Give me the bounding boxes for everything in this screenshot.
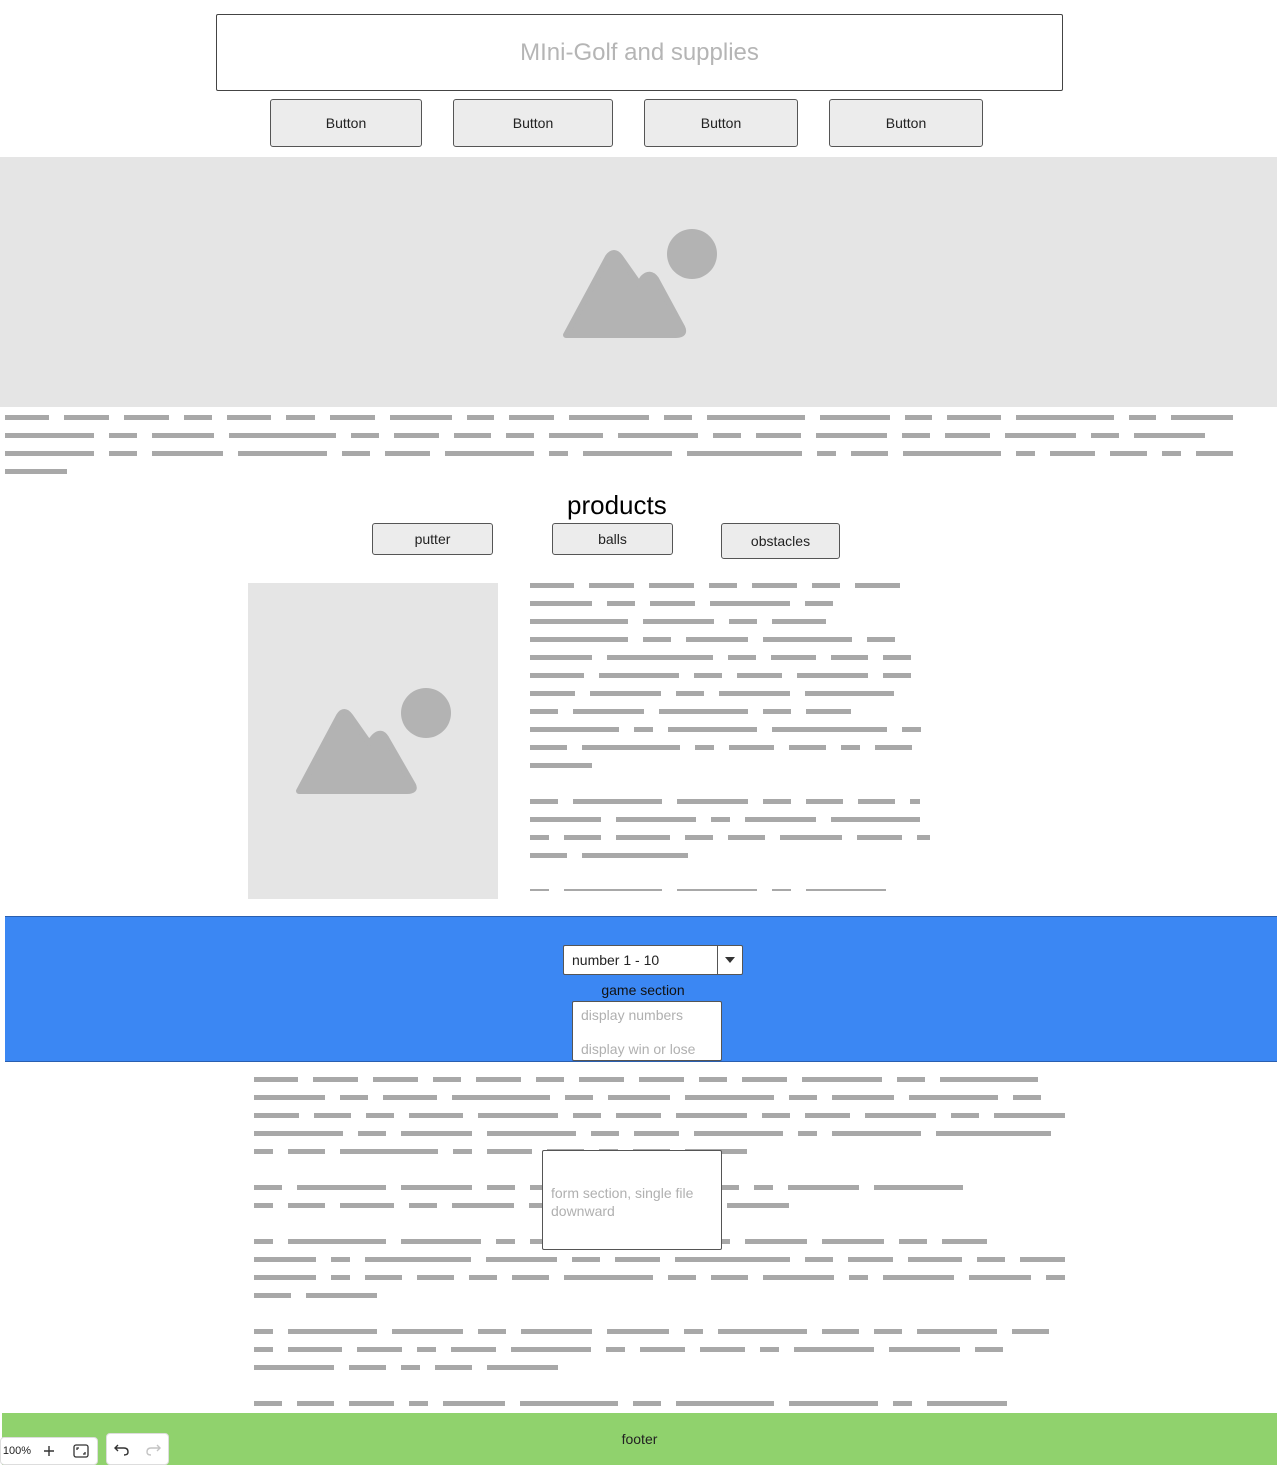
chevron-down-icon[interactable] — [717, 946, 742, 974]
nav-button-2[interactable]: Button — [453, 99, 613, 147]
tab-balls[interactable]: balls — [552, 523, 673, 555]
zoom-in-icon[interactable] — [33, 1438, 65, 1464]
nav-button-1[interactable]: Button — [270, 99, 422, 147]
redo-icon[interactable] — [138, 1434, 169, 1464]
products-heading: products — [567, 490, 667, 520]
nav-button-4[interactable]: Button — [829, 99, 983, 147]
tab-obstacles[interactable]: obstacles — [721, 523, 840, 559]
zoom-level[interactable]: 100% — [2, 1445, 32, 1457]
footer-label: footer — [621, 1431, 658, 1447]
history-controls — [106, 1433, 169, 1465]
site-title: MIni-Golf and supplies — [216, 14, 1063, 91]
hero-image-placeholder — [0, 157, 1277, 407]
game-section-label: game section — [601, 982, 685, 998]
game-display-box: display numbers display win or lose — [572, 1001, 722, 1061]
fit-screen-icon[interactable] — [65, 1438, 97, 1464]
product-description — [530, 583, 930, 904]
zoom-controls: 100% — [0, 1437, 98, 1465]
image-icon — [563, 229, 717, 338]
number-select-value: number 1 - 10 — [572, 952, 660, 968]
image-icon — [296, 688, 451, 794]
undo-icon[interactable] — [107, 1434, 138, 1464]
tab-putter[interactable]: putter — [372, 523, 493, 555]
nav-button-3[interactable]: Button — [644, 99, 798, 147]
hero-text-block — [5, 415, 1265, 487]
display-result-text: display win or lose — [581, 1041, 696, 1057]
footer: footer — [2, 1413, 1277, 1465]
display-numbers-text: display numbers — [581, 1007, 683, 1023]
number-select[interactable]: number 1 - 10 — [563, 945, 743, 975]
form-section-box: form section, single file downward — [542, 1150, 722, 1250]
product-image-placeholder — [248, 583, 498, 899]
